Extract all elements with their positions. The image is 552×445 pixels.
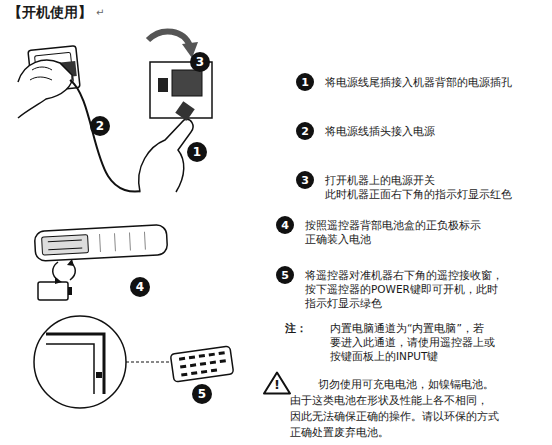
- arrow-head: [55, 277, 62, 284]
- step-number: 3: [296, 171, 314, 189]
- tv-screen-edge: [46, 344, 94, 394]
- note-label: 注：: [285, 321, 319, 335]
- number-text: 2: [301, 126, 309, 137]
- number-text: 3: [301, 175, 309, 186]
- battery-cover: [42, 235, 89, 255]
- receiver-scene: [34, 316, 234, 408]
- callout-number: 3: [190, 52, 210, 72]
- page-title: 【开机使用】: [8, 3, 92, 21]
- number-text: 5: [198, 388, 206, 400]
- step-number: 5: [276, 266, 294, 284]
- tv-frame: [46, 334, 104, 394]
- warning-triangle: !: [263, 371, 291, 395]
- callout-number: 5: [192, 384, 212, 404]
- power-switch: [158, 78, 168, 92]
- number-text: 3: [196, 56, 204, 68]
- zoom-circle: [34, 316, 126, 408]
- step-number: 1: [296, 73, 314, 91]
- number-text: 1: [193, 146, 201, 158]
- receiver-window: [96, 372, 102, 378]
- step-text: 打开机器上的电源开关 此时机器正面右下角的指示灯显示红色: [325, 173, 515, 201]
- warning-text: 切勿使用可充电电池，如镍镉电池。 由于这类电池在形状及性能上各不相同， 因此无法…: [290, 376, 505, 440]
- triangle-shape: [264, 373, 290, 394]
- number-text: 4: [281, 220, 289, 231]
- fingers: [30, 67, 52, 80]
- power-inlet: [172, 70, 202, 96]
- hand: [139, 119, 193, 192]
- arrow-head: [67, 259, 74, 266]
- remote-control: [34, 225, 167, 262]
- ir-beam: [126, 362, 170, 363]
- remote-scene: [34, 225, 167, 300]
- number-text: 4: [136, 281, 144, 293]
- callout-number: 4: [130, 277, 150, 297]
- step-text: 按照遥控器背部电池盒的正负极标示 正确装入电池: [305, 218, 490, 246]
- callout-number: 2: [90, 116, 110, 136]
- number-text: 2: [96, 120, 104, 132]
- step-number: 4: [276, 216, 294, 234]
- remote-body: [34, 225, 167, 262]
- callout-number: 1: [187, 142, 207, 162]
- number-text: 1: [301, 77, 309, 88]
- warning-mark: !: [263, 377, 291, 393]
- step-text: 将遥控器对准机器右下角的遥控接收窗， 按下遥控器的POWER键即可开机，此时 指…: [305, 268, 510, 310]
- remote-buttons: [179, 353, 227, 375]
- remote-control: [170, 346, 233, 382]
- step-number: 2: [296, 122, 314, 140]
- battery: [38, 282, 68, 300]
- remote-body: [170, 346, 233, 382]
- battery-slots: [48, 240, 82, 250]
- number-text: 5: [281, 270, 289, 281]
- remote-ridges: [100, 232, 146, 252]
- machine-back-scene: [139, 31, 212, 192]
- battery-terminal: [68, 287, 72, 295]
- cord-plug: [175, 101, 194, 120]
- step-text: 将电源线尾插接入机器背部的电源插孔: [325, 75, 525, 89]
- return-mark: ↵: [96, 6, 110, 20]
- hand: [18, 60, 72, 118]
- step-text: 将电源线插头接入电源: [325, 124, 525, 138]
- note-text: 内置电脑通道为“内置电脑”，若 要进入此通道，请使用遥控器上或 按键面板上的IN…: [330, 321, 500, 363]
